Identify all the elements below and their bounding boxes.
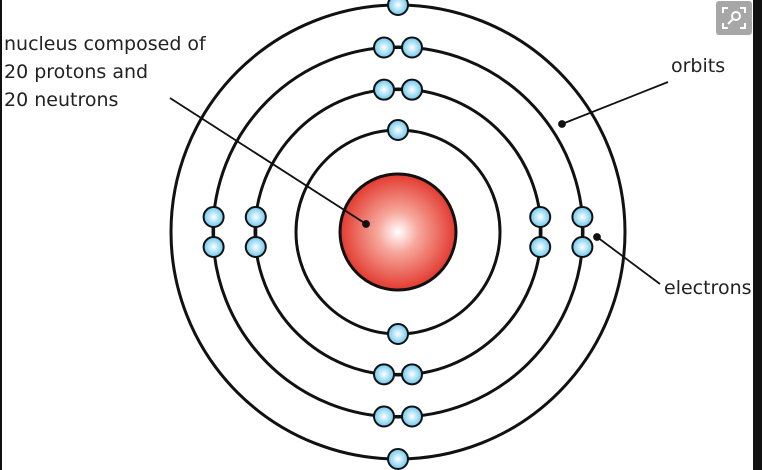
- orbits-leader-dot: [558, 120, 566, 128]
- electron-shell-2: [529, 206, 552, 228]
- electrons-leader-dot: [593, 233, 601, 241]
- electron-shell-2: [401, 363, 423, 386]
- electron-shell-1: [387, 119, 409, 141]
- electron-shell-2: [529, 236, 552, 258]
- nucleus-leader-dot: [362, 220, 370, 228]
- electrons-label: electrons: [664, 277, 752, 299]
- electron-shell-3: [571, 206, 594, 228]
- electron-shell-4: [387, 448, 409, 470]
- electron-shell-3: [202, 206, 225, 228]
- zoom-expand-button[interactable]: [716, 1, 752, 35]
- electron-shell-3: [571, 236, 594, 258]
- nucleus-leader-line: [169, 97, 367, 225]
- electrons-leader-line: [596, 236, 661, 285]
- electron-shell-2: [373, 78, 395, 101]
- nucleus: [338, 172, 458, 292]
- electron-shell-3: [373, 36, 395, 59]
- nucleus-label-line1: nucleus composed of: [4, 33, 206, 55]
- nucleus-label-line2: 20 protons and: [4, 61, 149, 83]
- electron-shell-3: [401, 405, 423, 428]
- electron-shell-4: [387, 0, 409, 16]
- electron-shell-1: [387, 323, 409, 345]
- electron-shell-3: [401, 36, 423, 59]
- right-border: [753, 0, 762, 470]
- nucleus-label: nucleus composed of 20 protons and 20 neut…: [4, 30, 206, 114]
- electron-shell-2: [244, 206, 267, 228]
- electron-shell-3: [373, 405, 395, 428]
- electron-shell-2: [373, 363, 395, 386]
- orbits-leader-line: [561, 81, 669, 125]
- orbits-label: orbits: [671, 55, 726, 77]
- electron-shell-2: [244, 236, 267, 258]
- electron-shell-2: [401, 78, 423, 101]
- left-border: [0, 0, 2, 470]
- nucleus-label-line3: 20 neutrons: [4, 89, 119, 111]
- zoom-expand-icon: [722, 7, 746, 29]
- electron-shell-3: [202, 236, 225, 258]
